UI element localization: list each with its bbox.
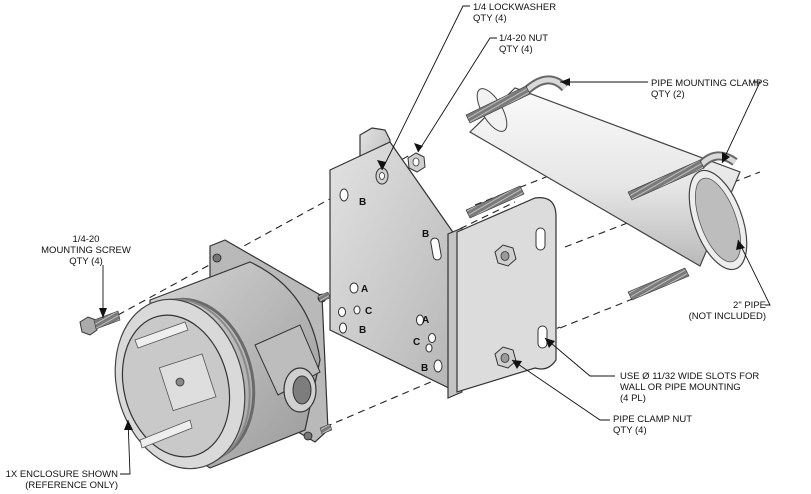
svg-text:(4 PL): (4 PL) xyxy=(620,393,646,404)
svg-text:MOUNTING SCREW: MOUNTING SCREW xyxy=(41,245,131,256)
enclosure-screw xyxy=(319,423,333,435)
svg-text:2" PIPE: 2" PIPE xyxy=(733,300,766,311)
hex-nut xyxy=(407,152,426,173)
pipe-clamp-upper xyxy=(465,75,569,219)
callout-enclosure: 1X ENCLOSURE SHOWN (REFERENCE ONLY) xyxy=(6,469,119,491)
leader-arrows xyxy=(99,78,745,430)
hole-letter: B xyxy=(422,229,429,240)
enclosure-screw xyxy=(317,291,331,303)
svg-text:USE Ø 11/32 WIDE SLOTS FOR: USE Ø 11/32 WIDE SLOTS FOR xyxy=(620,371,759,382)
hole-letters: B B A C B A C B xyxy=(359,197,429,374)
hole-letter: B xyxy=(359,197,366,208)
pipe-clamp-nut-upper xyxy=(494,244,517,267)
callout-slots: USE Ø 11/32 WIDE SLOTS FOR WALL OR PIPE … xyxy=(620,371,759,404)
svg-text:1X ENCLOSURE SHOWN: 1X ENCLOSURE SHOWN xyxy=(6,469,119,480)
hole-letter: B xyxy=(421,363,428,374)
hole-letter: C xyxy=(413,337,420,348)
callout-pipe: 2" PIPE (NOT INCLUDED) xyxy=(689,300,766,322)
callout-mounting-screw: 1/4-20 MOUNTING SCREW QTY (4) xyxy=(41,234,131,267)
svg-text:WALL OR PIPE MOUNTING: WALL OR PIPE MOUNTING xyxy=(620,382,741,393)
svg-text:1/4 LOCKWASHER: 1/4 LOCKWASHER xyxy=(473,2,556,13)
svg-text:1/4-20: 1/4-20 xyxy=(73,234,100,245)
svg-text:QTY (4): QTY (4) xyxy=(69,256,103,267)
leader-lines xyxy=(102,5,771,475)
callout-lockwasher: 1/4 LOCKWASHER QTY (4) xyxy=(473,2,556,24)
pipe-clamp-lower xyxy=(627,151,738,301)
hole-letter: A xyxy=(361,284,368,295)
mounting-bracket xyxy=(329,127,557,399)
lockwasher xyxy=(375,167,389,185)
hole-letter: B xyxy=(359,325,366,336)
svg-text:(REFERENCE ONLY): (REFERENCE ONLY) xyxy=(25,480,118,491)
svg-text:PIPE CLAMP NUT: PIPE CLAMP NUT xyxy=(613,414,692,425)
callout-clamp-nut: PIPE CLAMP NUT QTY (4) xyxy=(613,414,692,436)
svg-text:PIPE MOUNTING CLAMPS: PIPE MOUNTING CLAMPS xyxy=(651,78,769,89)
svg-text:QTY (4): QTY (4) xyxy=(499,44,533,55)
svg-text:QTY (4): QTY (4) xyxy=(613,425,647,436)
hole-letter: A xyxy=(422,315,429,326)
enclosure xyxy=(114,239,329,470)
callout-pipe-clamps: PIPE MOUNTING CLAMPS QTY (2) xyxy=(651,78,769,100)
svg-text:(NOT INCLUDED): (NOT INCLUDED) xyxy=(689,311,766,322)
hole-letter: C xyxy=(365,306,372,317)
mounting-screw xyxy=(79,310,121,336)
callout-nut: 1/4-20 NUT QTY (4) xyxy=(499,33,548,55)
svg-text:1/4-20 NUT: 1/4-20 NUT xyxy=(499,33,548,44)
svg-text:QTY (2): QTY (2) xyxy=(651,89,685,100)
svg-text:QTY (4): QTY (4) xyxy=(473,13,507,24)
